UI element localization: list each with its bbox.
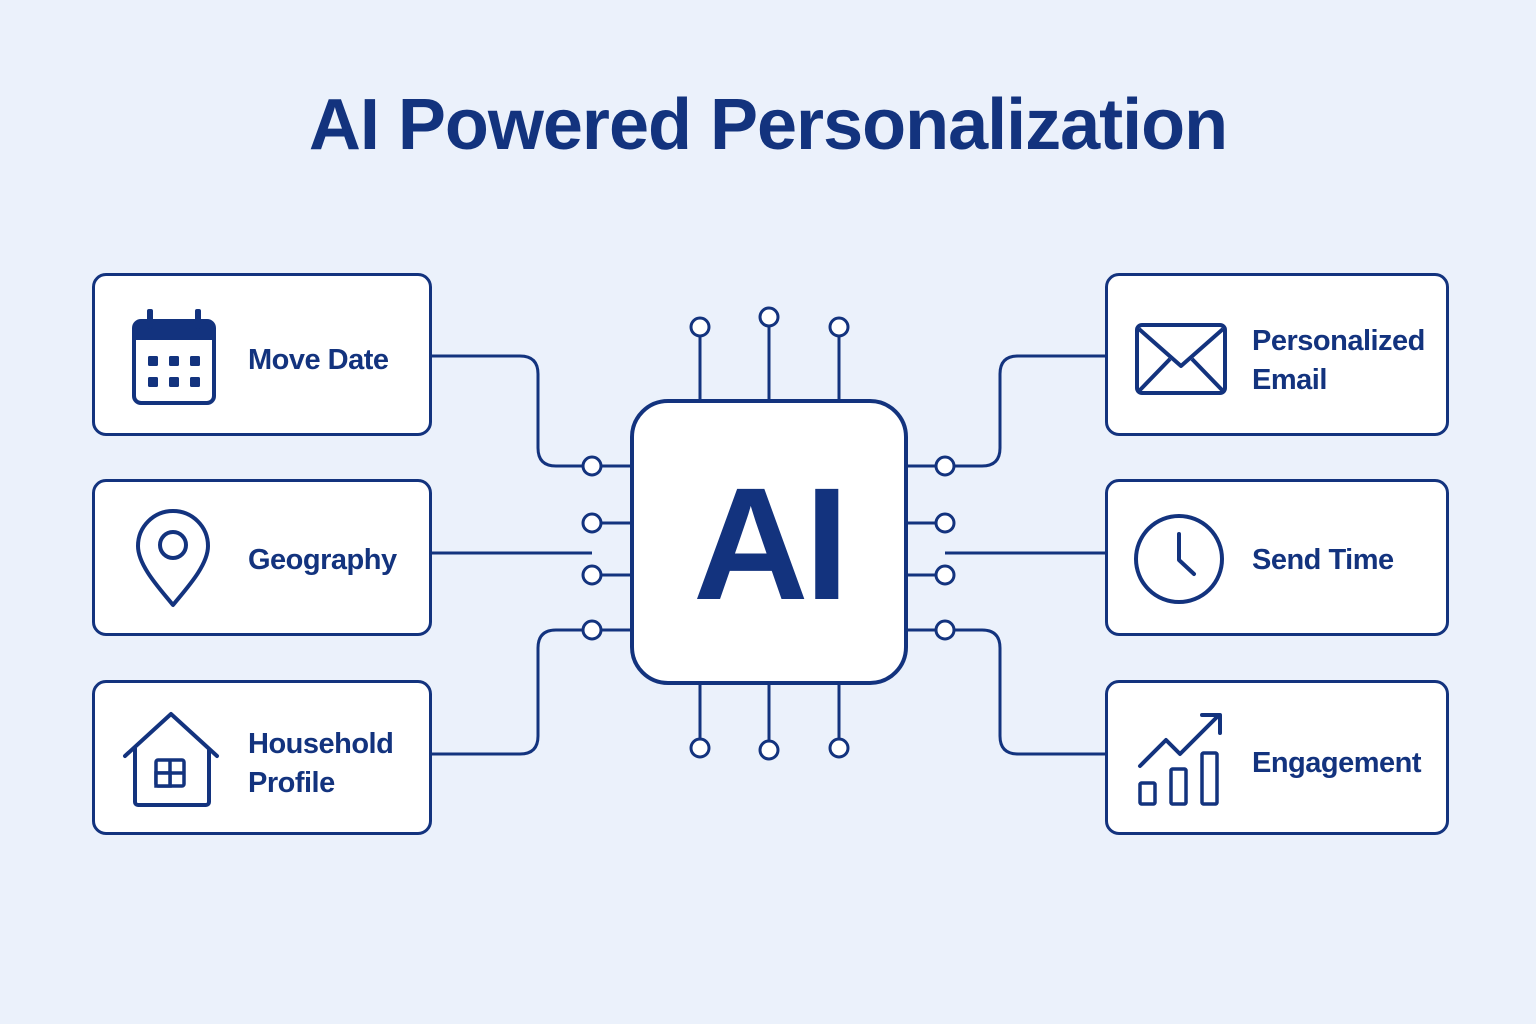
connector-move-date (431, 354, 582, 468)
location-pin-icon (136, 509, 210, 607)
card-label: Move Date (248, 344, 389, 376)
card-label: Send Time (1252, 544, 1394, 576)
card-label: Engagement (1252, 747, 1422, 779)
envelope-icon (1135, 323, 1227, 395)
card-label: Household Profile (248, 728, 394, 799)
card-label: Personalized Email (1252, 325, 1425, 396)
ai-chip: AI (630, 399, 908, 685)
connector-personalized-email (955, 354, 1106, 468)
card-geography: Geography (92, 479, 432, 636)
card-engagement: Engagement (1105, 680, 1449, 835)
pin-terminals (581, 306, 956, 761)
card-label: Geography (248, 544, 397, 576)
connector-engagement (955, 628, 1106, 756)
clock-icon (1134, 514, 1224, 604)
page-title: AI Powered Personalization (308, 85, 1228, 165)
connector-household-profile (431, 628, 582, 756)
card-move-date: Move Date (92, 273, 432, 436)
ai-chip-label: AI (693, 454, 849, 633)
card-personalized-email: Personalized Email (1105, 273, 1449, 436)
card-send-time: Send Time (1105, 479, 1449, 636)
card-household-profile: Household Profile (92, 680, 432, 835)
growth-chart-icon (1138, 713, 1222, 806)
calendar-icon (132, 309, 216, 405)
house-icon (123, 712, 219, 807)
